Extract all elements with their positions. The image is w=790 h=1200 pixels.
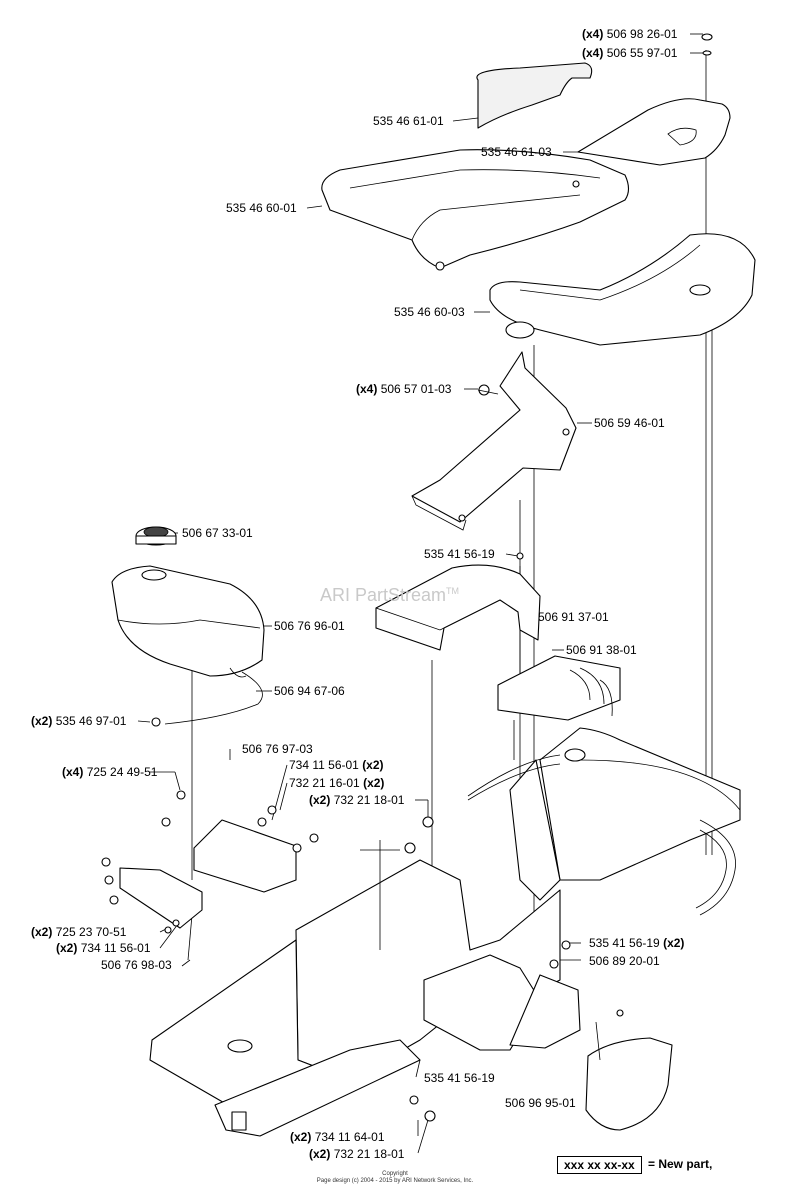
label-725-23-70-51: (x2) 725 23 70-51 <box>31 925 127 939</box>
label-535-46-97-01: (x2) 535 46 97-01 <box>31 714 127 728</box>
seat-bracket <box>411 351 577 531</box>
label-734-11-56-01-b: (x2) 734 11 56-01 <box>56 941 151 955</box>
label-506-91-37-01: 506 91 37-01 <box>538 610 609 624</box>
label-506-76-96-01: 506 76 96-01 <box>274 619 345 633</box>
label-535-41-56-19-c: 535 41 56-19 <box>424 1071 495 1085</box>
label-734-11-64-01: (x2) 734 11 64-01 <box>290 1130 385 1144</box>
copyright-line-2: Page design (c) 2004 - 2015 by ARI Netwo… <box>316 1178 474 1184</box>
frame-cover <box>375 564 541 651</box>
label-506-55-97-01: (x4) 506 55 97-01 <box>582 46 678 60</box>
side-panel <box>585 1021 673 1131</box>
hardware-washer-top <box>701 33 713 56</box>
seat-pan-lower <box>489 233 756 346</box>
label-506-96-95-01: 506 96 95-01 <box>505 1096 576 1110</box>
fuel-cap <box>135 526 177 546</box>
label-535-46-61-01: 535 46 61-01 <box>373 114 444 128</box>
seat-pan-upper <box>321 149 630 271</box>
brackets-left <box>119 819 297 929</box>
steering-support <box>423 954 581 1051</box>
new-part-legend-text: = New part, <box>648 1157 713 1171</box>
label-506-59-46-01: 506 59 46-01 <box>594 416 665 430</box>
label-732-21-16-01: 732 21 16-01 (x2) <box>289 776 385 790</box>
label-535-46-60-03: 535 46 60-03 <box>394 305 465 319</box>
label-732-21-18-01-b: (x2) 732 21 18-01 <box>309 1147 405 1161</box>
hose <box>467 754 736 916</box>
label-506-57-01-03: (x4) 506 57 01-03 <box>356 382 452 396</box>
label-535-41-56-19-a: 535 41 56-19 <box>424 547 495 561</box>
label-725-24-49-51: (x4) 725 24 49-51 <box>62 765 158 779</box>
label-535-46-60-01: 535 46 60-01 <box>226 201 297 215</box>
label-506-94-67-06: 506 94 67-06 <box>274 684 345 698</box>
seat-pad-top <box>476 62 593 129</box>
fuel-tank <box>111 565 265 678</box>
watermark: ARI PartStreamTM <box>320 585 460 605</box>
seat-pad-lower <box>577 98 731 166</box>
label-506-91-38-01: 506 91 38-01 <box>566 643 637 657</box>
label-506-76-97-03: 506 76 97-03 <box>242 742 313 756</box>
label-506-67-33-01: 506 67 33-01 <box>182 526 253 540</box>
label-506-98-26-01: (x4) 506 98 26-01 <box>582 27 678 41</box>
bolts <box>101 552 624 1122</box>
label-732-21-18-01-a: (x2) 732 21 18-01 <box>309 793 405 807</box>
label-506-76-98-03: 506 76 98-03 <box>101 958 172 972</box>
label-535-46-61-03: 535 46 61-03 <box>481 145 552 159</box>
copyright-line-1: Copyright <box>382 1171 408 1177</box>
new-part-legend-box: xxx xx xx-xx <box>557 1156 642 1174</box>
label-506-89-20-01: 506 89 20-01 <box>589 954 660 968</box>
main-frame <box>149 727 741 1137</box>
label-734-11-56-01-a: 734 11 56-01 (x2) <box>289 758 384 772</box>
control-panel <box>497 655 621 721</box>
fuel-line <box>151 671 263 727</box>
label-535-41-56-19-b: 535 41 56-19 (x2) <box>589 936 685 950</box>
